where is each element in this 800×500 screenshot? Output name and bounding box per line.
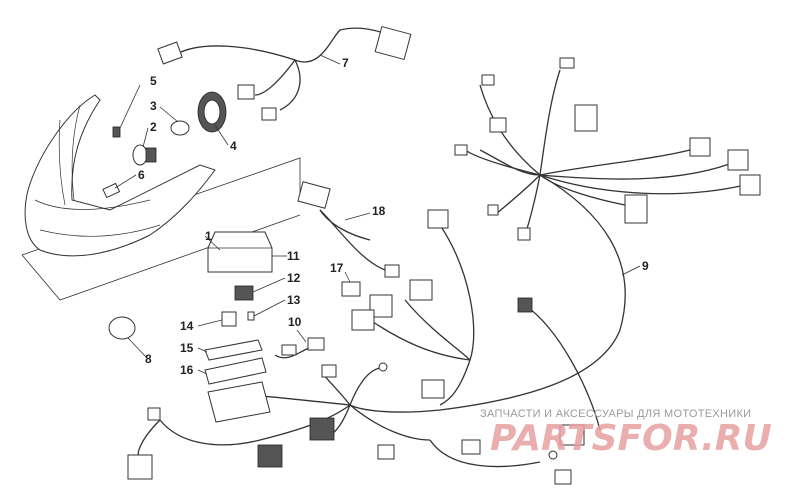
- fuse-box-cover: [207, 231, 273, 273]
- callout-1: 1: [205, 229, 212, 243]
- callout-labels: 5 3 2 4 6 7 1 11 12 13 14 15 16 8 10 17 …: [138, 56, 649, 377]
- callout-11: 11: [287, 249, 300, 263]
- callout-4: 4: [230, 139, 237, 153]
- callout-3: 3: [150, 99, 157, 113]
- callout-6: 6: [138, 168, 145, 182]
- ring-clip: [108, 316, 136, 340]
- callout-8: 8: [145, 352, 152, 366]
- rubber-cap: [197, 91, 227, 133]
- screw: [112, 126, 121, 138]
- callout-16: 16: [180, 363, 194, 377]
- callout-9: 9: [642, 259, 649, 273]
- main-harness: [127, 57, 761, 485]
- headlight-harness: [157, 25, 412, 121]
- watermark: ЗАПЧАСТИ И АКСЕССУАРЫ ДЛЯ МОТОТЕХНИКИ PA…: [480, 408, 772, 459]
- relay: [234, 285, 254, 301]
- callout-12: 12: [287, 271, 301, 285]
- small-relay: [221, 311, 237, 327]
- callout-18: 18: [372, 204, 386, 218]
- fuse-holder: [204, 357, 267, 385]
- callout-2: 2: [150, 120, 157, 134]
- callout-13: 13: [287, 293, 301, 307]
- harness-18: [297, 181, 400, 278]
- fuse: [247, 311, 255, 321]
- fuse-strip: [204, 339, 263, 361]
- watermark-tagline: ЗАПЧАСТИ И АКСЕССУАРЫ ДЛЯ МОТОТЕХНИКИ: [480, 408, 751, 420]
- callout-14: 14: [180, 319, 194, 333]
- callout-17: 17: [330, 261, 344, 275]
- callout-10: 10: [288, 315, 302, 329]
- callout-leaders: [114, 54, 641, 375]
- callout-5: 5: [150, 74, 157, 88]
- bulb-retaining-spring: [170, 120, 190, 136]
- callout-7: 7: [342, 56, 349, 70]
- position-lamp-socket: [102, 182, 121, 199]
- connector-10: [274, 337, 325, 359]
- headlight-housing: [24, 94, 216, 257]
- headlight-bulb: [132, 144, 157, 166]
- watermark-brand: PARTSFOR.RU: [490, 418, 772, 459]
- connector-17: [341, 281, 361, 297]
- callout-15: 15: [180, 341, 194, 355]
